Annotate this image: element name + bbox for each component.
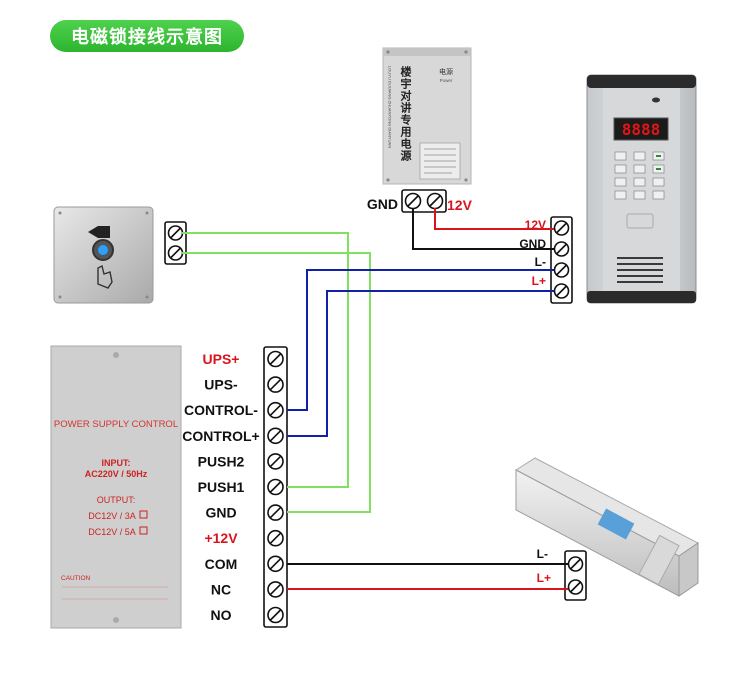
controller-terminal-screw (267, 453, 284, 470)
intercom-terminal-block (550, 216, 573, 304)
controller-terminal-screw (267, 350, 284, 368)
controller-input-value: AC220V / 50Hz (85, 469, 148, 479)
controller-terminal-label: NC (211, 581, 231, 597)
exit-button-terminal-block (164, 221, 187, 265)
controller-output-2: DC12V / 5A (88, 527, 136, 537)
psu-pinyin-label: LOUYU DUIJIANG ZHUANYONG DIANYUAN (388, 66, 393, 148)
diagram-title: 电磁锁接线示意图 (50, 20, 244, 52)
output-1-checkbox (139, 510, 148, 519)
door-icon (88, 226, 110, 238)
controller-terminal-screw (267, 504, 284, 521)
speaker-grille-icon (617, 257, 663, 283)
psu-12v-label: 12V (447, 197, 473, 213)
controller-terminal-screw (267, 606, 284, 624)
controller-terminal-screws (267, 350, 284, 624)
maglock-terminal-block (564, 550, 587, 601)
wire-red-psu-12v (434, 208, 554, 230)
controller-terminal-label: CONTROL- (184, 402, 258, 418)
psu-terminal-block (401, 189, 447, 213)
controller-box: POWER SUPPLY CONTROL INPUT: AC220V / 50H… (50, 345, 182, 629)
controller-terminal-screw (267, 529, 284, 547)
intercom-terminal-lminus: L- (535, 255, 546, 269)
intercom-display-digits: 8888 (622, 120, 661, 139)
controller-terminal-label: PUSH2 (198, 453, 245, 469)
controller-terminal-label: +12V (204, 530, 238, 546)
hand-press-icon (97, 264, 113, 289)
wire-green-push1 (182, 232, 349, 488)
maglock-terminal-lplus: L+ (537, 571, 551, 585)
controller-input-label: INPUT: (102, 458, 131, 468)
controller-heading: POWER SUPPLY CONTROL (54, 419, 178, 430)
intercom-terminal-gnd: GND (519, 237, 546, 251)
intercom-display (613, 117, 669, 141)
controller-terminal-label: UPS- (204, 377, 238, 393)
controller-terminal-screw (267, 376, 284, 393)
intercom-panel: 8888 (586, 74, 697, 304)
power-supply-box: 楼宇对讲专用电源 LOUYU DUIJIANG ZHUANYONG DIANYU… (382, 47, 472, 185)
wire-blue-control-plus (287, 290, 554, 437)
maglock-label-sticker (597, 508, 635, 540)
controller-terminal-label: GND (205, 505, 236, 521)
card-reader-icon (626, 213, 654, 229)
controller-terminal-screw (267, 401, 284, 419)
maglock-mounting-plate (638, 534, 680, 586)
wire-blue-control-minus (287, 269, 554, 411)
controller-terminal-screw (267, 581, 284, 598)
psu-gnd-label: GND (367, 196, 398, 212)
controller-terminal-screw (267, 555, 284, 573)
output-2-checkbox (139, 526, 148, 535)
controller-terminal-label: PUSH1 (198, 479, 245, 495)
psu-vertical-label: 楼宇对讲专用电源 (399, 65, 412, 162)
controller-terminal-label: UPS+ (203, 351, 240, 367)
psu-name-sub: Power (440, 78, 453, 83)
controller-terminal-screw (267, 478, 284, 496)
controller-output-1: DC12V / 3A (88, 511, 136, 521)
controller-caution: CAUTION (61, 575, 91, 582)
controller-terminal-screw (267, 427, 284, 445)
maglock (515, 457, 699, 597)
wire-green-gnd (182, 252, 371, 513)
intercom-terminal-lplus: L+ (532, 274, 546, 288)
exit-button-plate (53, 206, 154, 304)
controller-terminal-label: CONTROL+ (182, 428, 259, 444)
maglock-terminal-lminus: L- (537, 547, 548, 561)
controller-output-label: OUTPUT: (97, 495, 136, 505)
psu-name-label: 电源 (439, 67, 453, 76)
controller-terminal-label: COM (205, 556, 238, 572)
wire-black-psu-gnd (412, 208, 554, 250)
controller-terminal-label: NO (211, 607, 232, 623)
